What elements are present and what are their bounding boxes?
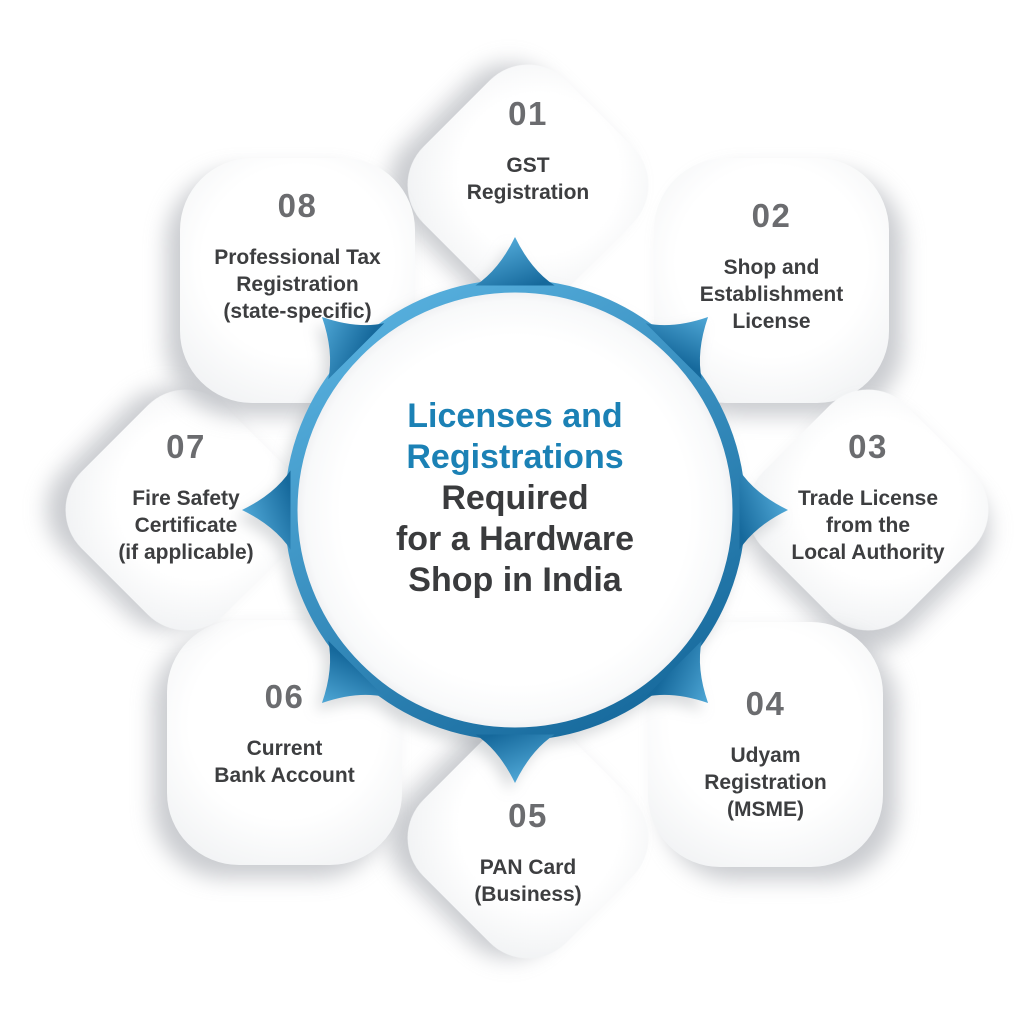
- card-text: 02 Shop and Establishment License: [632, 197, 912, 335]
- card-number: 08: [277, 187, 318, 224]
- card-number: 02: [751, 197, 792, 234]
- card-label: Udyam Registration (MSME): [704, 744, 827, 821]
- card-label: Professional Tax Registration (state-spe…: [214, 246, 381, 323]
- card-label: Fire Safety Certificate (if applicable): [118, 487, 254, 564]
- card-text: 01 GST Registration: [388, 95, 668, 206]
- card-label: Trade License from the Local Authority: [791, 487, 945, 564]
- card-text: 04 Udyam Registration (MSME): [626, 685, 906, 823]
- card-trade-license: 03 Trade License from the Local Authorit…: [723, 365, 1013, 655]
- card-current-bank-account: 06 Current Bank Account: [167, 620, 402, 865]
- card-number: 04: [745, 685, 786, 722]
- card-number: 05: [508, 797, 548, 834]
- card-number: 03: [848, 428, 888, 465]
- card-udyam-registration: 04 Udyam Registration (MSME): [648, 622, 883, 867]
- card-professional-tax-registration: 08 Professional Tax Registration (state-…: [180, 158, 415, 403]
- card-fire-safety-certificate: 07 Fire Safety Certificate (if applicabl…: [41, 365, 331, 655]
- card-text: 06 Current Bank Account: [145, 678, 425, 789]
- card-text: 08 Professional Tax Registration (state-…: [158, 187, 438, 325]
- card-gst-registration: 01 GST Registration: [383, 40, 673, 330]
- card-pan-card: 05 PAN Card (Business): [383, 693, 673, 983]
- card-text: 07 Fire Safety Certificate (if applicabl…: [46, 428, 326, 566]
- card-label: GST Registration: [466, 154, 590, 204]
- card-text: 05 PAN Card (Business): [388, 797, 668, 908]
- card-number: 01: [508, 95, 548, 132]
- card-number: 07: [166, 428, 206, 465]
- center-heading-dark: Required for a Hardware Shop in India: [395, 479, 635, 599]
- center-heading: Licenses and Registrations Required for …: [315, 396, 715, 601]
- card-text: 03 Trade License from the Local Authorit…: [728, 428, 1008, 566]
- card-label: Shop and Establishment License: [699, 256, 844, 333]
- card-number: 06: [264, 678, 305, 715]
- card-label: PAN Card (Business): [474, 856, 582, 906]
- card-label: Current Bank Account: [214, 737, 355, 787]
- card-shop-establishment-license: 02 Shop and Establishment License: [654, 158, 889, 403]
- center-heading-blue: Licenses and Registrations: [406, 397, 624, 476]
